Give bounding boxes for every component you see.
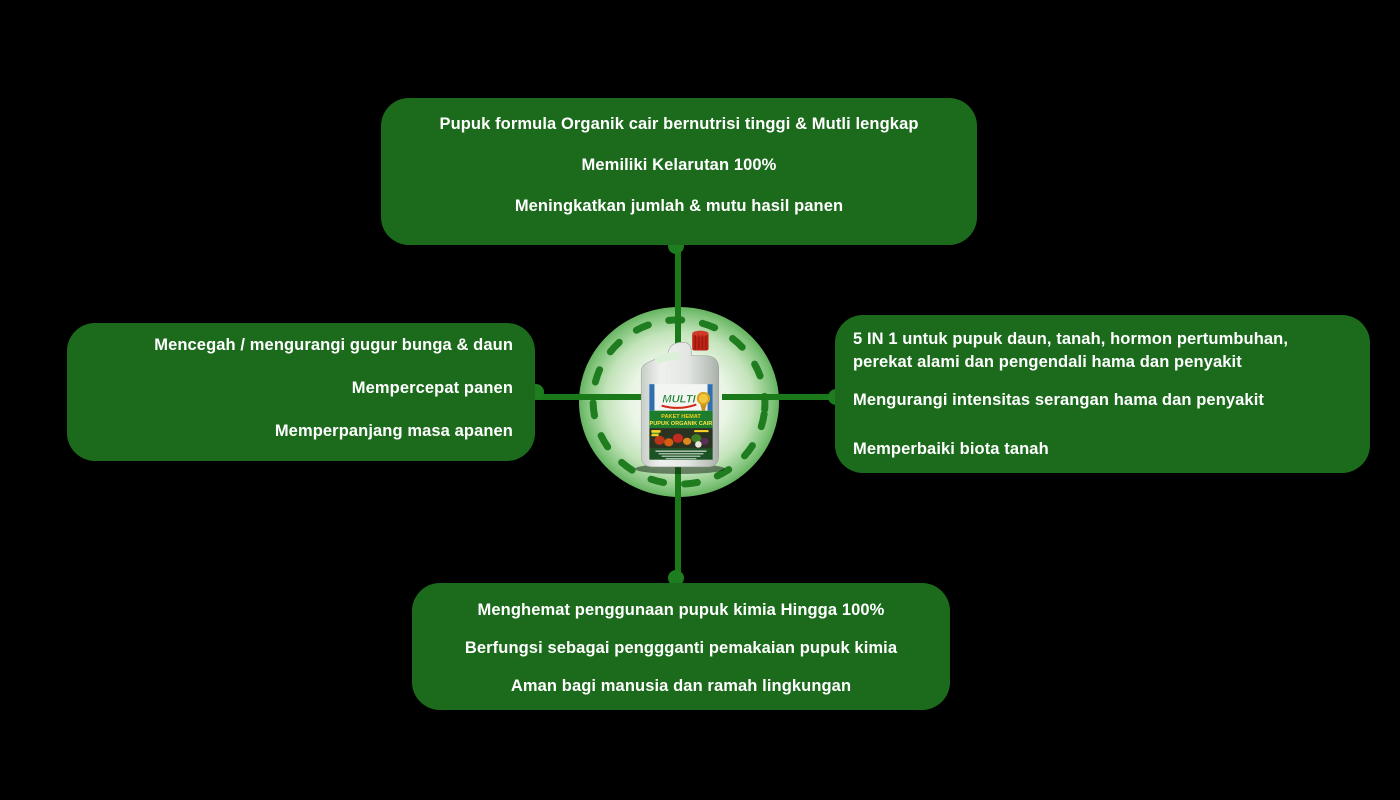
benefit-text: Berfungsi sebagai penggganti pemakaian p… <box>464 639 898 657</box>
product-bottle-image: MULTI PAKET HEMAT PUPUK ORGANIK CAIR <box>635 330 725 474</box>
handle-hole <box>654 352 680 365</box>
label-banner <box>649 410 713 429</box>
benefit-text: Memiliki Kelarutan 100% <box>581 156 777 174</box>
benefit-text: Mencegah / mengurangi gugur bunga & daun <box>154 336 513 354</box>
connector-left-line <box>535 394 680 400</box>
benefit-text: Mengurangi intensitas serangan hama dan … <box>853 391 1264 409</box>
benefit-text: Memperpanjang masa apanen <box>274 422 513 440</box>
benefit-box-top: Pupuk formula Organik cair bernutrisi ti… <box>381 98 977 245</box>
benefit-box-left: Mencegah / mengurangi gugur bunga & daun… <box>67 323 535 461</box>
benefit-text: Menghemat penggunaan pupuk kimia Hingga … <box>477 601 885 619</box>
connector-bottom-line <box>675 402 681 583</box>
connector-right-line <box>722 394 838 400</box>
benefit-text: 5 IN 1 untuk pupuk daun, tanah, hormon p… <box>853 330 1289 371</box>
label-subtitle: PUPUK ORGANIK CAIR <box>650 421 713 427</box>
benefit-box-bottom: Menghemat penggunaan pupuk kimia Hingga … <box>412 583 950 710</box>
label-footer-text <box>649 448 713 460</box>
bottom-box-connector-dot <box>668 570 684 586</box>
benefit-text: Aman bagi manusia dan ramah lingkungan <box>510 677 852 695</box>
label-title: PAKET HEMAT <box>661 414 701 420</box>
bottle-label: MULTI PAKET HEMAT PUPUK ORGANIK CAIR <box>649 384 713 460</box>
benefit-box-right: 5 IN 1 untuk pupuk daun, tanah, hormon p… <box>835 315 1370 473</box>
brand-swoosh <box>661 403 697 409</box>
label-photo <box>649 428 713 449</box>
benefit-text: Memperbaiki biota tanah <box>853 440 1049 458</box>
benefit-text: Pupuk formula Organik cair bernutrisi ti… <box>439 115 919 133</box>
gold-badge-icon <box>696 391 711 411</box>
benefit-text: Mempercepat panen <box>351 379 513 397</box>
dashed-ring <box>589 316 769 488</box>
benefit-text: Meningkatkan jumlah & mutu hasil panen <box>514 197 844 215</box>
brand-text: MULTI <box>662 394 696 406</box>
bottle-cap <box>692 330 709 351</box>
connector-top-line <box>675 243 681 405</box>
